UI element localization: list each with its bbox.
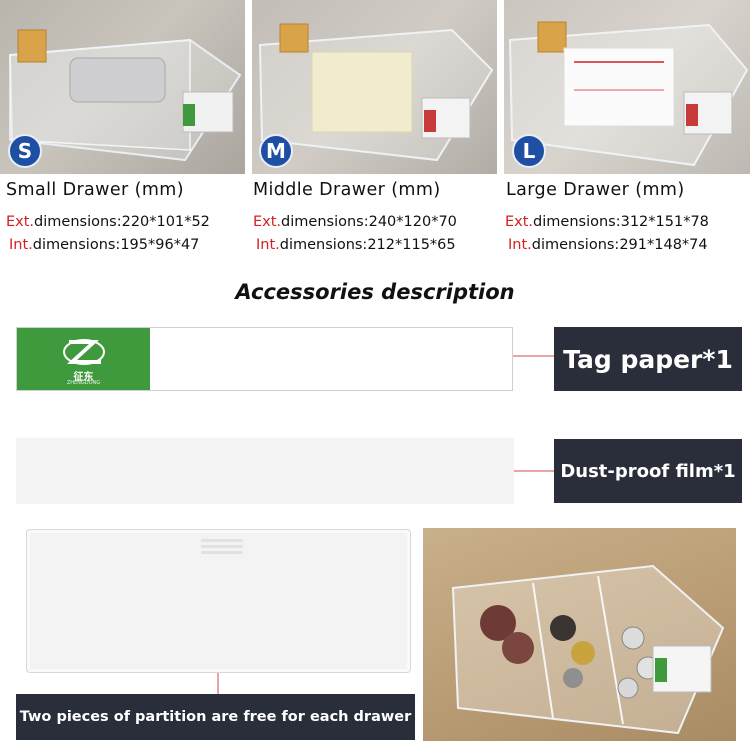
tag-logo-area: 征东 ZHENGDONG bbox=[17, 328, 150, 390]
dust-film-connector bbox=[514, 470, 556, 472]
size-badge-l: L bbox=[512, 134, 546, 168]
logo-subtext: ZHENGDONG bbox=[66, 380, 101, 386]
small-drawer-title: Small Drawer (mm) bbox=[6, 180, 184, 200]
middle-ext-dimensions: Ext.dimensions:240*120*70 bbox=[253, 214, 457, 230]
large-drawer-illustration bbox=[508, 21, 749, 167]
drawer-with-partitions-photo bbox=[423, 528, 736, 741]
zhengdong-logo-icon bbox=[63, 339, 105, 365]
middle-drawer-photo: M bbox=[252, 0, 497, 174]
small-ext-dimensions: Ext.dimensions:220*101*52 bbox=[6, 214, 210, 230]
large-ext-dimensions: Ext.dimensions:312*151*78 bbox=[505, 214, 709, 230]
filled-drawer-illustration bbox=[451, 564, 725, 735]
partition-connector bbox=[217, 673, 219, 695]
tag-paper-illustration: 征东 ZHENGDONG bbox=[16, 327, 513, 391]
partition-label: Two pieces of partition are free for eac… bbox=[16, 694, 415, 740]
partition-illustration bbox=[26, 529, 411, 673]
partition-notch bbox=[201, 545, 243, 548]
accessories-heading: Accessories description bbox=[235, 280, 515, 304]
small-drawer-photo: S bbox=[0, 0, 245, 174]
size-badge-s: S bbox=[8, 134, 42, 168]
small-drawer-illustration bbox=[8, 29, 242, 162]
small-int-dimensions: Int.dimensions:195*96*47 bbox=[9, 237, 200, 253]
tag-paper-label: Tag paper*1 bbox=[554, 327, 742, 391]
size-badge-m: M bbox=[259, 134, 293, 168]
dust-proof-film-illustration bbox=[16, 438, 514, 504]
logo-text: 征东 bbox=[73, 372, 94, 383]
middle-int-dimensions: Int.dimensions:212*115*65 bbox=[256, 237, 456, 253]
middle-drawer-illustration bbox=[258, 23, 494, 162]
large-int-dimensions: Int.dimensions:291*148*74 bbox=[508, 237, 708, 253]
large-drawer-title: Large Drawer (mm) bbox=[506, 180, 685, 200]
tag-paper-connector bbox=[513, 355, 555, 357]
middle-drawer-title: Middle Drawer (mm) bbox=[253, 180, 441, 200]
partition-notch bbox=[201, 539, 243, 542]
large-drawer-photo: L bbox=[504, 0, 750, 174]
partition-notch bbox=[201, 551, 243, 554]
dust-film-label: Dust-proof film*1 bbox=[554, 439, 742, 503]
